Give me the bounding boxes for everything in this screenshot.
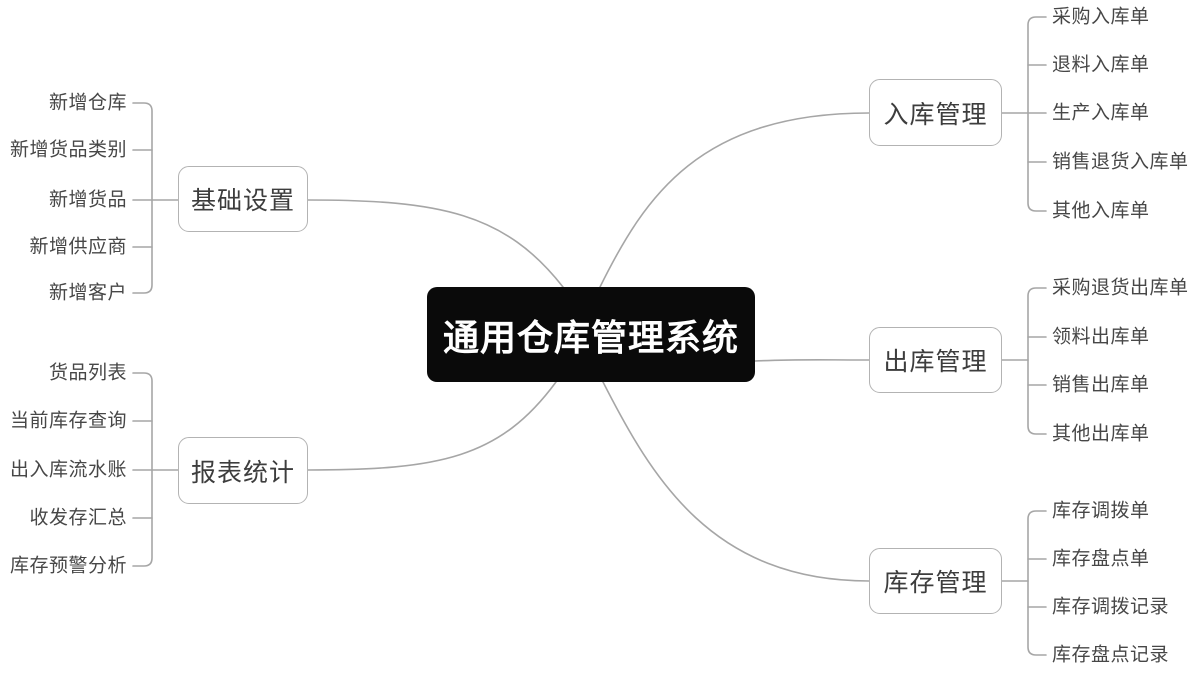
- connector-root-basic-settings: [307, 199, 564, 288]
- bracket-inbound: [1027, 16, 1047, 212]
- leaf-production-inbound-order[interactable]: 生产入库单: [1052, 102, 1150, 124]
- leaf-current-stock-query[interactable]: 当前库存查询: [9, 410, 127, 432]
- leaf-stock-count-order[interactable]: 库存盘点单: [1052, 548, 1150, 570]
- leaf-add-warehouse[interactable]: 新增仓库: [48, 92, 127, 114]
- bracket-basic-settings: [132, 102, 153, 294]
- leaf-goods-list[interactable]: 货品列表: [48, 362, 127, 384]
- leaf-purchase-return-outbound-order[interactable]: 采购退货出库单: [1052, 277, 1189, 299]
- leaf-sales-outbound-order[interactable]: 销售出库单: [1052, 374, 1150, 396]
- leaf-other-outbound-order[interactable]: 其他出库单: [1052, 423, 1150, 445]
- leaf-sales-return-inbound-order[interactable]: 销售退货入库单: [1052, 151, 1189, 173]
- connector-root-inbound: [599, 112, 870, 288]
- bracket-inventory: [1027, 510, 1047, 656]
- root-node[interactable]: 通用仓库管理系统: [427, 287, 755, 382]
- leaf-other-inbound-order[interactable]: 其他入库单: [1052, 200, 1150, 222]
- connector-root-report-statistics: [307, 381, 557, 471]
- leaf-stock-count-records[interactable]: 库存盘点记录: [1052, 644, 1170, 666]
- branch-node-inbound-management[interactable]: 入库管理: [869, 79, 1002, 146]
- leaf-add-customer[interactable]: 新增客户: [48, 282, 127, 304]
- branch-node-report-statistics[interactable]: 报表统计: [178, 437, 308, 504]
- leaf-in-out-ledger[interactable]: 出入库流水账: [9, 459, 127, 481]
- leaf-add-goods[interactable]: 新增货品: [48, 189, 127, 211]
- leaf-stock-transfer-records[interactable]: 库存调拨记录: [1052, 596, 1170, 618]
- branch-node-inventory-management[interactable]: 库存管理: [869, 548, 1002, 614]
- leaf-stock-transfer-order[interactable]: 库存调拨单: [1052, 500, 1150, 522]
- leaf-add-goods-category[interactable]: 新增货品类别: [9, 139, 127, 161]
- leaf-stock-alert-analysis[interactable]: 库存预警分析: [9, 555, 127, 577]
- branch-node-outbound-management[interactable]: 出库管理: [869, 327, 1002, 393]
- branch-node-basic-settings[interactable]: 基础设置: [178, 166, 308, 232]
- leaf-add-supplier[interactable]: 新增供应商: [29, 236, 127, 258]
- leaf-purchase-inbound-order[interactable]: 采购入库单: [1052, 6, 1150, 28]
- leaf-receive-send-summary[interactable]: 收发存汇总: [29, 507, 127, 529]
- leaf-material-return-inbound-order[interactable]: 退料入库单: [1052, 54, 1150, 76]
- connector-root-inventory: [602, 381, 870, 582]
- connector-root-outbound: [754, 358, 870, 362]
- bracket-outbound: [1027, 287, 1047, 435]
- leaf-material-requisition-outbound-order[interactable]: 领料出库单: [1052, 326, 1150, 348]
